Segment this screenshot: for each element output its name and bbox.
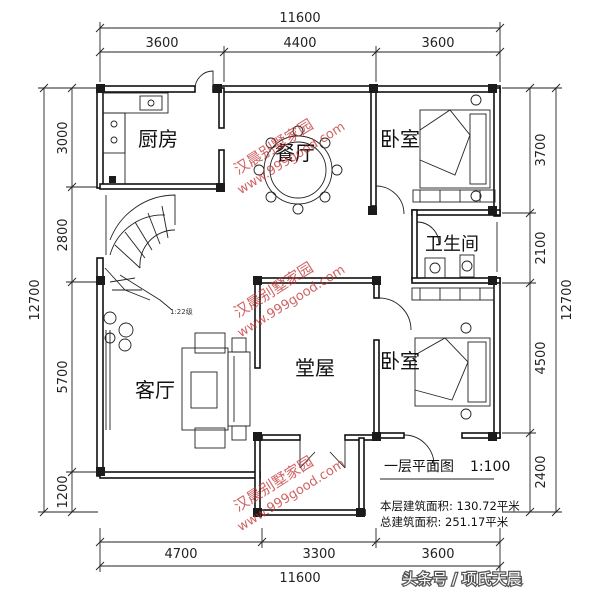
bottom-dimensions: 4700 3300 3600 11600 — [95, 528, 505, 586]
dim-right-seg-4: 2400 — [534, 455, 549, 488]
room-label-hall: 堂屋 — [295, 356, 335, 380]
dim-top-seg-2: 4400 — [283, 36, 316, 51]
room-label-bedroom-top: 卧室 — [380, 127, 420, 151]
dim-bottom-seg-1: 4700 — [164, 547, 197, 562]
dim-right-total: 12700 — [560, 279, 575, 320]
bathroom-fixtures — [424, 254, 475, 279]
dim-left-seg-1: 3000 — [56, 121, 71, 154]
top-dimensions: 11600 3600 4400 3600 — [95, 11, 505, 82]
plant-icon — [103, 311, 134, 352]
dim-bottom-seg-2: 3300 — [302, 547, 335, 562]
dim-top-seg-1: 3600 — [145, 36, 178, 51]
room-label-dining: 餐厅 — [275, 141, 315, 165]
total-area-text: 总建筑面积: 251.17平米 — [380, 515, 509, 529]
bedroom-bottom-furniture — [411, 287, 495, 420]
room-label-bedroom-bottom: 卧室 — [380, 349, 420, 373]
watermark-2: 汉晨别墅家园 www.999good.com — [231, 258, 348, 340]
left-dimensions: 12700 3000 2800 5700 1200 — [28, 83, 98, 517]
living-room-furniture — [181, 332, 251, 449]
stairs: 1:22级 — [104, 194, 193, 316]
right-dimensions: 3700 2100 4500 2400 12700 — [502, 83, 575, 517]
windows — [105, 195, 498, 430]
doors — [194, 70, 440, 469]
watermark-3: 汉晨别墅家园 www.999good.com — [231, 452, 348, 534]
columns — [96, 84, 497, 517]
credit-text: 头条号 / 项氏天晨 — [402, 570, 522, 588]
dim-left-seg-4: 1200 — [56, 475, 71, 508]
room-label-kitchen: 厨房 — [138, 127, 178, 151]
room-label-living: 客厅 — [135, 378, 175, 402]
credit: 头条号 / 项氏天晨 — [401, 569, 523, 590]
dim-right-seg-3: 4500 — [534, 341, 549, 374]
floor-area-text: 本层建筑面积: 130.72平米 — [380, 499, 520, 513]
dim-right-seg-2: 2100 — [534, 231, 549, 264]
dim-bottom-seg-3: 3600 — [421, 547, 454, 562]
bedroom-top-furniture — [412, 94, 496, 203]
dim-left-total: 12700 — [28, 279, 43, 320]
title-block: 一层平面图 1:100 本层建筑面积: 130.72平米 总建筑面积: 251.… — [380, 459, 520, 529]
dim-bottom-total: 11600 — [279, 571, 320, 586]
dining-table — [253, 125, 343, 215]
room-labels: 厨房 餐厅 卧室 卫生间 客厅 堂屋 卧室 — [135, 127, 479, 402]
dim-left-seg-3: 5700 — [56, 360, 71, 393]
plan-scale: 1:100 — [470, 459, 510, 475]
dim-top-total: 11600 — [279, 11, 320, 26]
dim-right-seg-1: 3700 — [534, 133, 549, 166]
dim-top-seg-3: 3600 — [421, 36, 454, 51]
plan-title: 一层平面图 — [384, 459, 454, 475]
kitchen-fixtures — [102, 92, 169, 184]
stair-label: 1:22级 — [170, 307, 193, 316]
dim-left-seg-2: 2800 — [56, 218, 71, 251]
room-label-bathroom: 卫生间 — [425, 234, 479, 255]
